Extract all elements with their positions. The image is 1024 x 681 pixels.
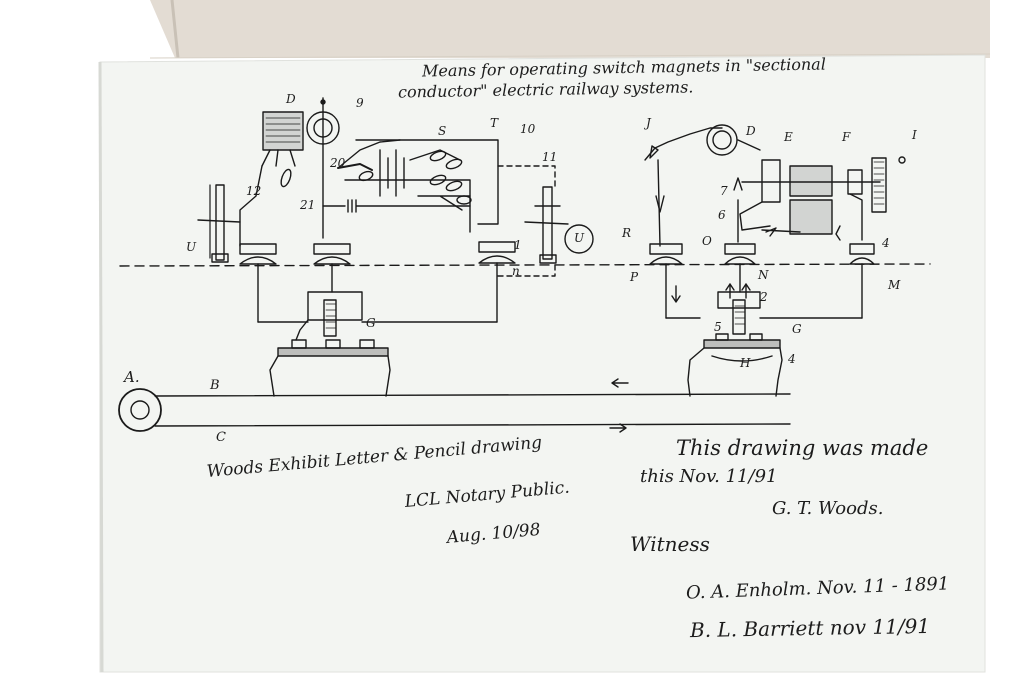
switch-magnet-g-right [717,291,761,309]
label-m: M [888,278,901,292]
label-4-right: 4 [882,236,890,250]
label-7: 7 [720,184,728,198]
contact-left [239,256,277,265]
label-9: 9 [356,96,364,110]
contact-center [313,256,351,265]
arrow-c [609,423,627,433]
contact-m [849,257,875,265]
label-20: 20 [330,156,346,170]
label-o: O [702,234,712,248]
switch-plate-left [277,347,389,357]
wheel-u-left [215,184,225,261]
magnet-d-right [706,124,738,156]
label-10: 10 [520,122,536,136]
label-g-right: G [792,322,802,336]
switch-magnet-g-left [307,291,363,321]
label-u-left: U [186,240,197,254]
label-d-right: D [746,124,756,138]
label-f: F [842,130,851,144]
label-i: I [912,128,917,142]
label-21: 21 [300,198,316,212]
label-h: H [740,356,751,370]
contact-n [724,256,756,265]
label-t: T [490,116,499,130]
switch-12 [280,168,292,188]
label-6: 6 [718,208,726,222]
shoe-center [313,243,351,255]
fold-shadow [170,0,180,59]
label-n-right: N [758,268,769,282]
witness-heading: Witness [630,532,710,556]
label-5: 5 [714,320,722,334]
motor-field [789,199,833,235]
u-circle [564,224,594,254]
statement-line-2: this Nov. 11/91 [640,466,778,487]
sheet-left-edge [98,61,104,673]
label-a: A. [124,368,140,386]
witness-signature-2: B. L. Barriett nov 11/91 [689,613,931,643]
diagram-lines [118,97,931,433]
label-n: n [512,264,520,278]
label-e: E [784,130,793,144]
trolley-j [649,145,659,159]
label-j: J [646,116,651,130]
shoe-right [478,241,516,253]
dynamo-a-core [130,400,150,420]
shoe-left [239,243,277,255]
fold-line [149,53,991,59]
label-s: S [438,124,447,138]
statement-line-3: G. T. Woods. [772,498,884,519]
wheel-u-left-hub [211,253,229,263]
shoe-r [649,243,683,255]
label-p: P [630,270,639,284]
motor-armature [789,165,833,197]
wheel-i [871,157,887,213]
label-4-bottom: 4 [788,352,796,366]
arrow-b [611,378,629,388]
shoe-o [724,243,756,255]
dynamo-a [118,388,162,432]
label-c: C [216,430,226,445]
label-2: 2 [760,290,768,304]
contact-right [478,255,516,264]
shoe-4 [849,243,875,255]
motor-e-brush [761,159,781,203]
contact-p [649,256,683,265]
dashed-rail-line [119,263,931,267]
conductor-c [154,423,791,427]
conductor-b [154,393,791,397]
label-1-left: 1 [514,238,522,252]
bracket-h [711,355,773,362]
label-g-left: G [366,316,376,330]
label-b: B [210,378,220,393]
statement-line-1: This drawing was made [676,436,929,460]
label-d: D [286,92,296,106]
switch-plate-right [703,339,781,349]
label-11: 11 [542,150,558,164]
label-r: R [622,226,632,240]
folded-upper-leaf [150,0,990,58]
label-u-circle: U [574,231,585,245]
arrow-down-j [655,195,665,213]
label-12: 12 [246,184,262,198]
